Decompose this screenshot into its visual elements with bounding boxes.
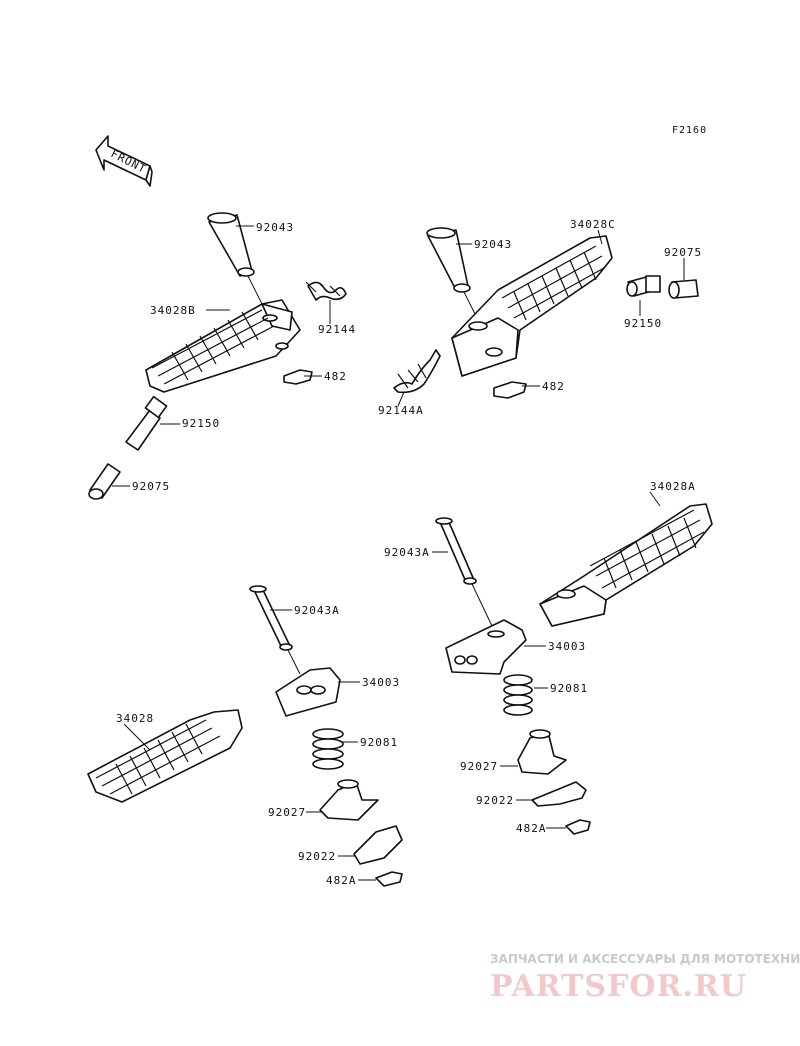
part-label: 92081 xyxy=(360,736,398,749)
figure-code: F2160 xyxy=(672,125,707,136)
part-label: 34028B xyxy=(150,304,196,317)
part-label: 92150 xyxy=(182,417,220,430)
part-label: 34028 xyxy=(116,712,154,725)
pin-92043-left xyxy=(207,212,265,309)
cap-92075-left xyxy=(88,463,121,500)
footpeg-34028c xyxy=(393,227,699,407)
part-label: 482A xyxy=(326,874,357,887)
part-label: 92043A xyxy=(294,604,340,617)
part-label: 92150 xyxy=(624,317,662,330)
bolt-92150-left xyxy=(125,395,168,451)
part-label: 92144 xyxy=(318,323,356,336)
part-label: 92043 xyxy=(256,221,294,234)
footpeg-34028a xyxy=(432,491,713,835)
watermark-brand: PARTSFOR.RU xyxy=(490,969,747,1004)
spring-92144 xyxy=(305,281,347,301)
part-label: 482 xyxy=(324,370,347,383)
bolt-92150-right xyxy=(626,275,661,297)
part-label: 92144A xyxy=(378,404,424,417)
part-label: 92022 xyxy=(298,850,336,863)
footpeg-34028b xyxy=(88,212,347,500)
part-label: 34028A xyxy=(650,480,696,493)
part-label: 34003 xyxy=(548,640,586,653)
part-label: 92027 xyxy=(460,760,498,773)
part-label: 34003 xyxy=(362,676,400,689)
part-label: 92043 xyxy=(474,238,512,251)
part-label: 92043A xyxy=(384,546,430,559)
pin-92043-right xyxy=(426,227,479,321)
part-label: 92022 xyxy=(476,794,514,807)
part-label: 482A xyxy=(516,822,547,835)
part-label: 92081 xyxy=(550,682,588,695)
footpeg-34028 xyxy=(87,585,403,887)
front-arrow-icon: FRONT xyxy=(95,135,153,187)
cap-92075-right xyxy=(668,279,699,299)
watermark-tagline: ЗАПЧАСТИ И АКСЕССУАРЫ ДЛЯ МОТОТЕХНИКИ xyxy=(490,952,800,966)
part-label: 34028C xyxy=(570,218,616,231)
part-label: 92075 xyxy=(664,246,702,259)
part-label: 482 xyxy=(542,380,565,393)
part-label: 92075 xyxy=(132,480,170,493)
part-label: 92027 xyxy=(268,806,306,819)
